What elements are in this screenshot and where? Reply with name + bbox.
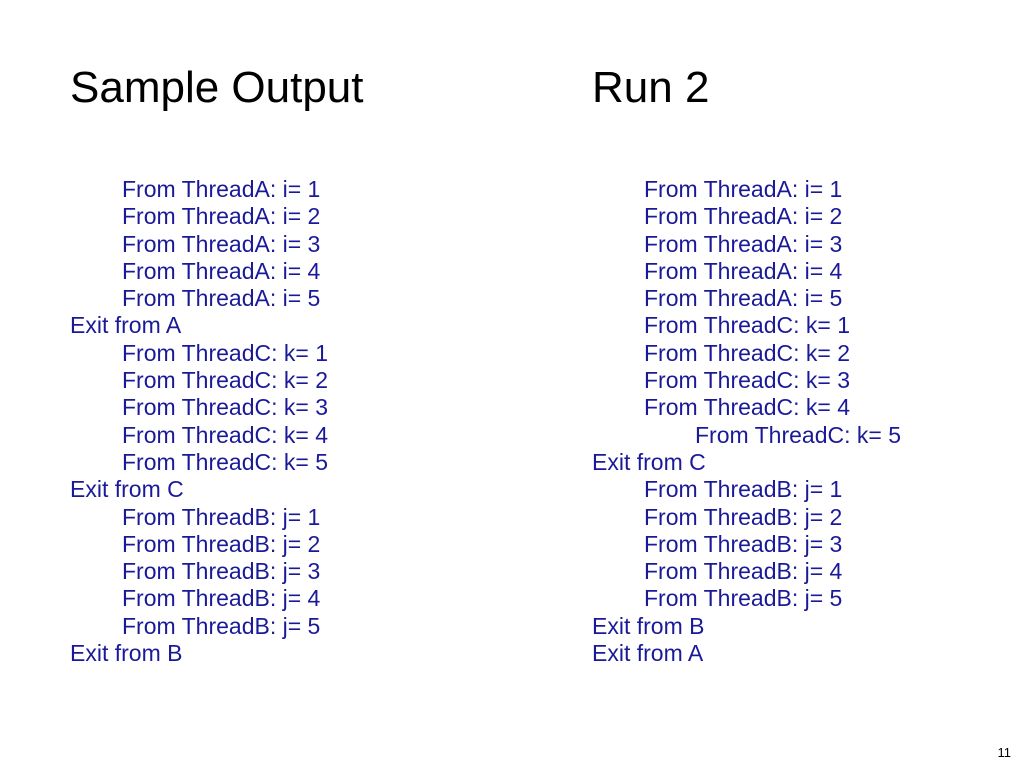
output-line: From ThreadB: j= 5	[122, 612, 321, 639]
exit-line: Exit from C	[70, 476, 184, 503]
output-line: From ThreadC: k= 4	[644, 394, 851, 421]
output-line: From ThreadA: i= 3	[122, 230, 321, 257]
output-line: From ThreadA: i= 4	[644, 257, 843, 284]
output-line: From ThreadB: j= 1	[122, 503, 321, 530]
run-title: Run 2	[592, 63, 710, 112]
output-line: From ThreadA: i= 4	[122, 257, 321, 284]
output-line: From ThreadB: j= 2	[644, 503, 843, 530]
exit-line: Exit from B	[592, 612, 705, 639]
output-line: From ThreadB: j= 3	[644, 530, 843, 557]
output-line: From ThreadB: j= 2	[122, 530, 321, 557]
exit-line: Exit from A	[592, 640, 704, 667]
output-line: From ThreadA: i= 5	[122, 285, 321, 312]
output-line: From ThreadA: i= 5	[644, 285, 843, 312]
page-number: 11	[997, 745, 1012, 760]
output-line: From ThreadB: j= 3	[122, 558, 321, 585]
exit-line: Exit from A	[70, 312, 182, 339]
output-line: From ThreadA: i= 3	[644, 230, 843, 257]
slide-title: Sample Output	[70, 63, 364, 112]
output-line: From ThreadC: k= 1	[122, 339, 329, 366]
output-line: From ThreadA: i= 1	[122, 176, 321, 202]
output-line: From ThreadB: j= 4	[644, 558, 843, 585]
output-line: From ThreadC: k= 3	[122, 394, 329, 421]
output-line: From ThreadC: k= 4	[122, 421, 329, 448]
output-line: From ThreadB: j= 4	[122, 585, 321, 612]
output-line: From ThreadC: k= 3	[644, 367, 851, 394]
exit-line: Exit from C	[592, 448, 706, 475]
output-line: From ThreadB: j= 1	[644, 476, 843, 503]
output-line: From ThreadC: k= 5	[122, 448, 329, 475]
exit-line: Exit from B	[70, 640, 183, 667]
output-line: From ThreadB: j= 5	[644, 585, 843, 612]
output-line: From ThreadA: i= 2	[122, 203, 321, 230]
output-line: From ThreadC: k= 2	[122, 367, 329, 394]
output-line: From ThreadA: i= 1	[644, 176, 843, 202]
output-line: From ThreadC: k= 5	[695, 421, 902, 448]
output-line: From ThreadC: k= 2	[644, 339, 851, 366]
output-line: From ThreadC: k= 1	[644, 312, 851, 339]
output-line: From ThreadA: i= 2	[644, 203, 843, 230]
